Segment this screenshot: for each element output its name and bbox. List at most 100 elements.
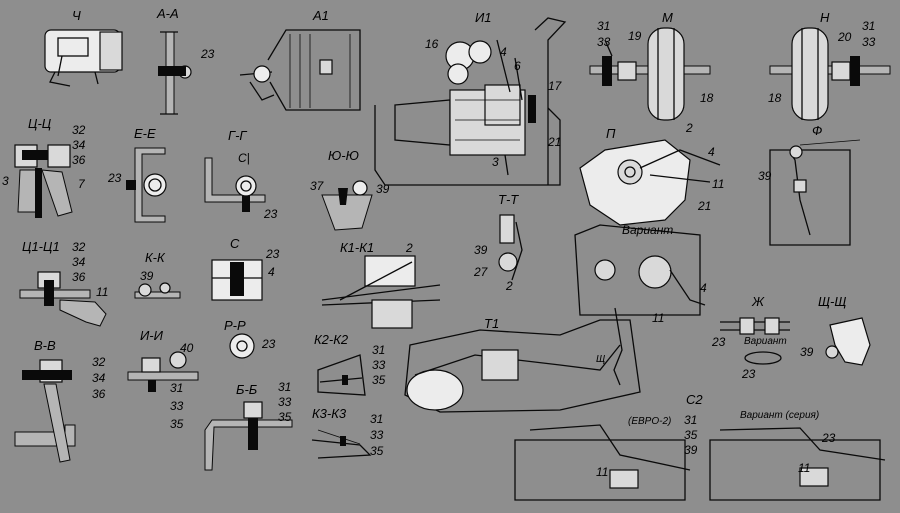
view-ts1-label-34: 34 <box>72 255 86 269</box>
view-ee-drawing <box>126 147 167 223</box>
view-m-label-19: 19 <box>628 29 642 43</box>
view-i1-label-16: 16 <box>425 37 439 51</box>
view-i1-drawing <box>374 17 567 186</box>
view-ch-drawing <box>44 29 123 87</box>
view-ts1-label-36: 36 <box>72 270 86 284</box>
view-c2-label-35: 35 <box>684 428 698 442</box>
view-tt-label-2: 2 <box>506 279 513 293</box>
view-k2-label-33: 33 <box>372 358 386 372</box>
view-tt-label-39: 39 <box>474 243 488 257</box>
view-i1-label-4: 4 <box>500 45 507 59</box>
view-t1-title: Т1 <box>484 316 500 331</box>
view-n-drawing <box>769 27 891 121</box>
view-c2-drawing <box>514 424 886 501</box>
view-c2-variant: Вариант (серия) <box>740 410 820 421</box>
view-zh-title: Ж <box>752 294 764 309</box>
view-c2-euro: (ЕВРО-2) <box>628 416 672 427</box>
view-rr-drawing <box>229 333 255 359</box>
view-f-drawing <box>769 139 861 246</box>
view-n-label-20: 20 <box>838 30 852 44</box>
view-tt-title: Т-Т <box>498 192 519 207</box>
view-yuyu-drawing <box>321 180 373 231</box>
view-p-label-11: 11 <box>712 177 725 191</box>
view-zh-label-23b: 23 <box>742 367 756 381</box>
view-p-label-11b: 11 <box>652 311 665 325</box>
view-ii-label-33: 33 <box>170 399 184 413</box>
view-tsts-title: Ц-Ц <box>28 116 52 131</box>
view-k1-label-2: 2 <box>406 241 413 255</box>
view-ch-title: Ч <box>72 8 81 23</box>
view-k3-label-33: 33 <box>370 428 384 442</box>
view-vv-drawing <box>14 359 76 463</box>
view-tsts-label-3: 3 <box>2 174 9 188</box>
view-k1-title: К1-К1 <box>340 240 375 255</box>
view-k3-title: К3-К3 <box>312 406 347 421</box>
view-c2-label-39: 39 <box>684 443 698 457</box>
view-m-label-18: 18 <box>700 91 714 105</box>
view-gg-title: Г-Г <box>228 128 247 143</box>
view-tsts-drawing <box>14 144 73 218</box>
view-f-title: Ф <box>812 123 823 138</box>
view-tt-label-27: 27 <box>474 265 488 279</box>
view-ts1-label-11: 11 <box>96 285 109 299</box>
view-c-label-4: 4 <box>268 265 275 279</box>
view-ii-drawing <box>127 351 199 392</box>
view-ee-label-23: 23 <box>108 171 122 185</box>
view-c2-label-23: 23 <box>822 431 836 445</box>
view-bb-label-35: 35 <box>278 410 292 424</box>
view-vv-label-32: 32 <box>92 355 106 369</box>
view-ii-label-40: 40 <box>180 341 194 355</box>
view-aa-drawing <box>158 31 192 115</box>
view-bb-label-31: 31 <box>278 380 292 394</box>
view-ts1-title: Ц1-Ц1 <box>22 239 60 254</box>
view-zh-label-23: 23 <box>712 335 726 349</box>
view-t1-label-sh: Щ <box>596 354 606 365</box>
view-p-label-4b: 4 <box>700 281 707 295</box>
view-vv-label-34: 34 <box>92 371 106 385</box>
view-k2-label-31: 31 <box>372 343 386 357</box>
view-m-title: М <box>662 10 673 25</box>
view-a1-drawing <box>239 29 361 111</box>
view-n-label-31: 31 <box>862 19 876 33</box>
view-shsh-title: Щ-Щ <box>818 294 847 309</box>
view-kk-drawing <box>134 282 181 299</box>
view-rr-label-23: 23 <box>262 337 276 351</box>
view-ii-title: И-И <box>140 328 163 343</box>
view-ii-label-35: 35 <box>170 417 184 431</box>
view-vv-label-36: 36 <box>92 387 106 401</box>
view-tsts-label-36: 36 <box>72 153 86 167</box>
view-p-label-21: 21 <box>698 199 712 213</box>
view-k2-drawing <box>317 354 366 396</box>
view-f-label-39: 39 <box>758 169 772 183</box>
view-shsh-label-39: 39 <box>800 345 814 359</box>
view-tsts-label-7: 7 <box>78 177 85 191</box>
view-c-drawing <box>211 259 263 301</box>
view-c2-label-11: 11 <box>596 465 609 479</box>
view-m-label-33: 33 <box>597 35 611 49</box>
view-shsh-drawing <box>825 317 871 366</box>
view-gg-subtitle: С| <box>238 151 250 165</box>
view-yuyu-title: Ю-Ю <box>328 148 359 163</box>
view-gg-label-23: 23 <box>264 207 278 221</box>
view-n-label-33: 33 <box>862 35 876 49</box>
view-i1-label-17: 17 <box>548 79 562 93</box>
view-gg-drawing <box>204 157 266 212</box>
view-bb-title: Б-Б <box>236 382 258 397</box>
view-c2-label-11b: 11 <box>798 461 811 475</box>
view-tsts-label-34: 34 <box>72 138 86 152</box>
view-c-title: С <box>230 236 240 251</box>
view-ts1-drawing <box>19 271 107 327</box>
view-m-label-31: 31 <box>597 19 611 33</box>
view-p-label-4: 4 <box>708 145 715 159</box>
view-p-title: П <box>606 126 616 141</box>
view-a1-title: А1 <box>313 8 329 23</box>
view-n-label-18: 18 <box>768 91 782 105</box>
view-k3-label-35: 35 <box>370 444 384 458</box>
view-i1-label-3: 3 <box>492 155 499 169</box>
view-k3-drawing <box>311 429 372 459</box>
view-yuyu-label-39: 39 <box>376 182 390 196</box>
view-aa-title: А-А <box>157 6 179 21</box>
view-p-label-2: 2 <box>686 121 693 135</box>
view-i1-title: И1 <box>475 10 492 25</box>
